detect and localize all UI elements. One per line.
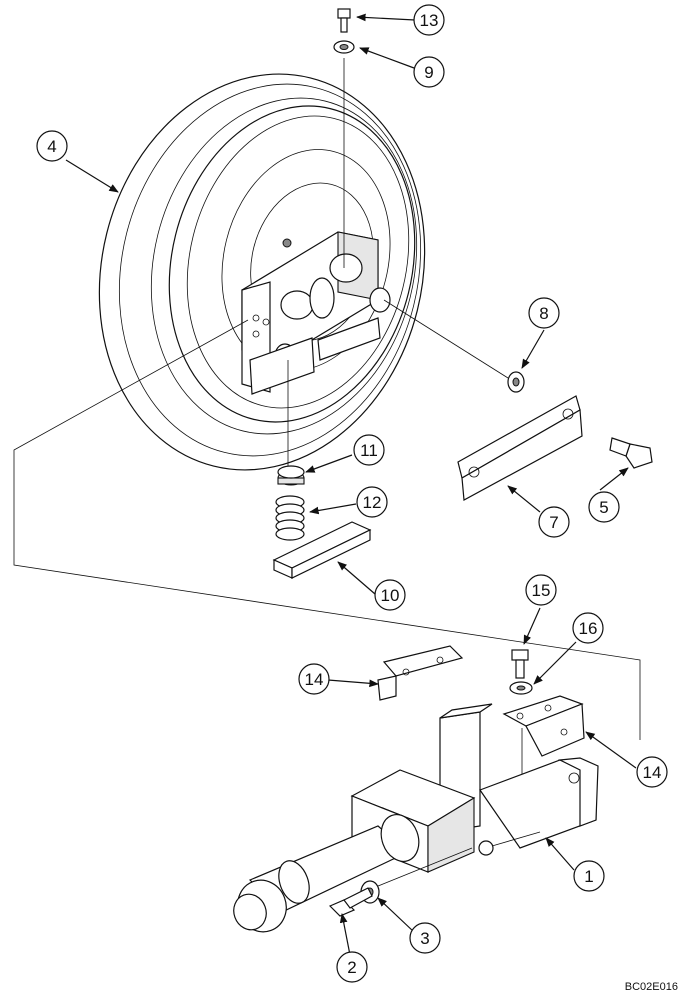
callout-8-label: 8 [539,304,548,323]
callout-2: 2 [336,951,368,983]
callout-11-label: 11 [360,441,378,460]
drawing-code: BC02E016 [625,981,678,993]
callout-3-label: 3 [420,929,429,948]
callout-12-label: 12 [363,493,382,512]
callout-15-label: 15 [532,581,551,600]
idler-wheel [98,73,426,471]
callout-14-right-label: 14 [643,763,662,782]
callout-10-label: 10 [381,586,400,605]
callout-4: 4 [36,130,68,162]
callout-16-label: 16 [579,619,598,638]
callout-9: 9 [413,56,445,88]
callout-13: 13 [413,4,445,36]
cap-11 [277,465,305,486]
callout-15: 15 [525,574,557,606]
callout-8: 8 [528,297,560,329]
callout-12: 12 [356,486,388,518]
bracket-14-right [502,695,585,757]
bracket-14-left [377,645,464,701]
bolt-5 [609,437,653,469]
callout-5: 5 [588,491,620,523]
callout-11: 11 [353,434,385,466]
callout-14-left-label: 14 [305,670,324,689]
washer-16 [509,681,533,695]
callout-3: 3 [409,922,441,954]
washer-9 [333,40,355,54]
callout-7-label: 7 [549,513,558,532]
callout-5-label: 5 [599,498,608,517]
callout-7: 7 [538,506,570,538]
tension-assembly-1 [233,703,599,933]
bolt-15 [511,649,529,679]
bolt-13 [337,8,351,33]
callout-1: 1 [573,860,605,892]
leader-lines [65,13,637,956]
callout-4-label: 4 [47,137,56,156]
callout-13-label: 13 [420,11,439,30]
callout-16: 16 [572,612,604,644]
spring-12 [275,495,305,541]
callout-2-label: 2 [347,958,356,977]
wheel-yoke-assembly [241,58,391,395]
plate-7 [457,395,583,501]
washer-8 [507,371,525,393]
callout-1-label: 1 [584,867,593,886]
callout-10: 10 [374,579,406,611]
bolt-2 [328,887,373,917]
pad-10 [272,521,372,579]
callout-9-label: 9 [424,63,433,82]
callout-14-left: 14 [298,663,330,695]
callout-14-right: 14 [636,756,668,788]
